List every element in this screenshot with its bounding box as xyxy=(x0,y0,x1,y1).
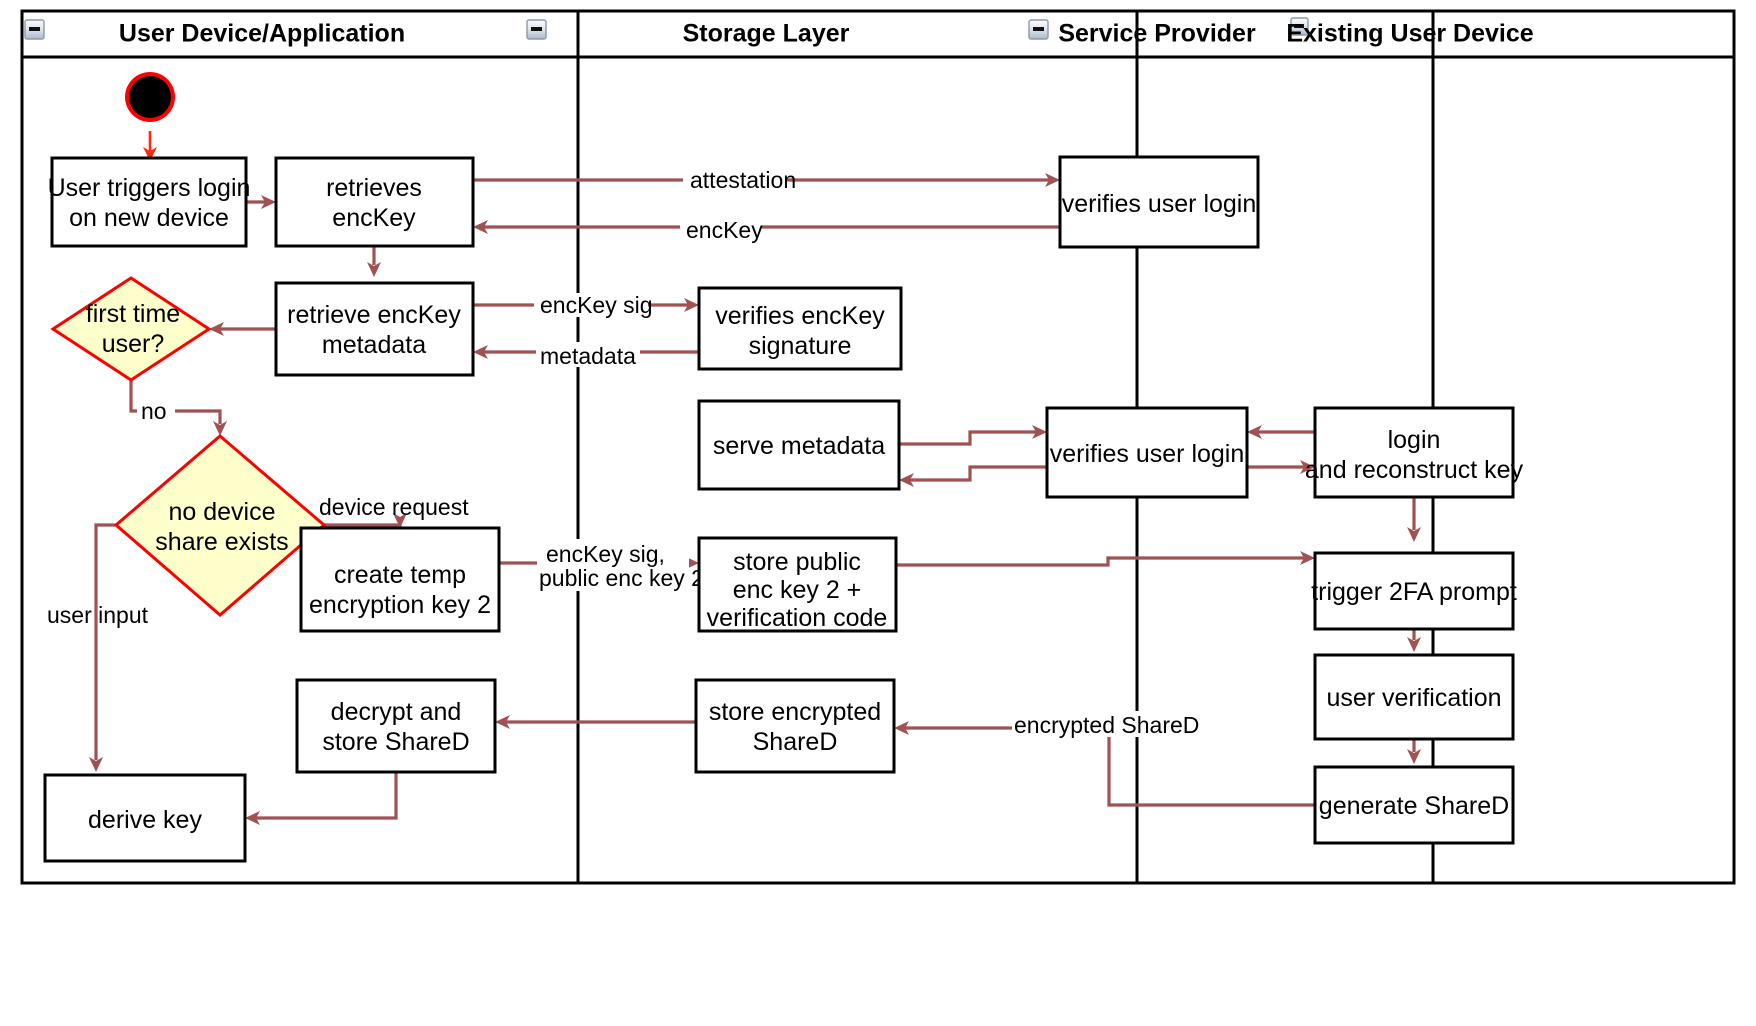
node-generate-shared[interactable]: generate ShareD xyxy=(1313,765,1515,845)
decision-label-line1: first time xyxy=(86,300,180,328)
edge-retrieves-to-metadata xyxy=(367,246,381,277)
edge-label-user-input: user input xyxy=(47,602,149,628)
node-label: derive key xyxy=(88,806,202,834)
node-store-encrypted-shared[interactable]: store encrypted ShareD xyxy=(694,678,896,774)
edge-encrypted-shared: encrypted ShareD xyxy=(894,711,1315,807)
node-label-line2: ShareD xyxy=(753,728,838,756)
node-user-triggers-login[interactable]: User triggers login on new device xyxy=(48,156,251,248)
lane-title-storage-layer: Storage Layer xyxy=(683,20,850,48)
edge-service-provider-to-serve-metadata xyxy=(899,465,1047,487)
node-label-line1: store public xyxy=(733,548,861,576)
lane-header-storage-layer: Storage Layer xyxy=(526,19,850,48)
node-label-line1: create temp xyxy=(334,561,466,589)
edge-trigger-to-retrieves xyxy=(246,195,276,209)
edge-store-encrypted-to-decrypt xyxy=(495,715,696,729)
lane-title-service-provider: Service Provider xyxy=(1058,20,1256,48)
lane-title-existing-user-device: Existing User Device xyxy=(1286,20,1533,48)
lane-header-user-device: User Device/Application xyxy=(24,19,405,48)
edge-user-input: user input xyxy=(47,523,149,772)
node-label-line2: encryption key 2 xyxy=(309,591,491,619)
node-label: user verification xyxy=(1326,684,1501,712)
lane-header-existing-user-device: Existing User Device xyxy=(1286,17,1534,48)
edge-label-encrypted-shared: encrypted ShareD xyxy=(1014,712,1199,738)
edge-metadata-to-first-time-user xyxy=(209,322,276,336)
node-label-line2: enc key 2 + xyxy=(733,576,862,604)
edge-store-public-to-trigger-2fa xyxy=(896,551,1315,567)
minus-icon[interactable] xyxy=(24,19,45,40)
edge-metadata-return: metadata xyxy=(473,342,699,369)
minus-icon[interactable] xyxy=(1028,19,1049,40)
node-store-public-enc-key-2[interactable]: store public enc key 2 + verification co… xyxy=(697,536,898,633)
node-decrypt-and-store-shared[interactable]: decrypt and store ShareD xyxy=(295,678,497,774)
node-retrieves-enckey[interactable]: retrieves encKey xyxy=(274,156,475,248)
edge-attestation: attestation xyxy=(473,167,1060,193)
node-derive-key[interactable]: derive key xyxy=(43,773,247,863)
node-label: trigger 2FA prompt xyxy=(1311,578,1517,606)
decision-label-line2: share exists xyxy=(155,528,288,556)
node-label-line2: encKey xyxy=(332,204,416,232)
node-label-line1: store encrypted xyxy=(709,698,881,726)
node-label-line2: metadata xyxy=(322,331,426,359)
node-label-line2: and reconstruct key xyxy=(1305,456,1524,484)
decision-label-line2: user? xyxy=(102,330,165,358)
edge-device-request: device request xyxy=(319,494,469,528)
edge-user-verification-to-generate-shared xyxy=(1407,739,1421,764)
node-label-line1: login xyxy=(1388,426,1441,454)
edge-label-device-request: device request xyxy=(319,494,469,520)
edge-label-enckey-sig: encKey sig xyxy=(540,292,653,318)
edges-layer: attestation encKey encKey sig xyxy=(47,131,1421,825)
edge-label-enckey-sig-pub-line1: encKey sig, xyxy=(546,541,665,567)
edge-start-to-user-triggers-login xyxy=(143,131,157,161)
edge-enckey-sig: encKey sig xyxy=(473,292,699,318)
decision-first-time-user[interactable]: first time user? xyxy=(50,276,212,382)
edge-label-enckey-sig-pub-line2: public enc key 2 xyxy=(539,565,704,591)
start-node[interactable] xyxy=(125,72,175,122)
node-label-line2: on new device xyxy=(69,204,229,232)
node-label: verifies user login xyxy=(1050,440,1245,468)
node-login-and-reconstruct-key[interactable]: login and reconstruct key xyxy=(1305,406,1524,499)
edge-label-enckey: encKey xyxy=(686,217,763,243)
lane-title-user-device: User Device/Application xyxy=(119,20,405,48)
node-create-temp-encryption-key-2[interactable]: create temp encryption key 2 xyxy=(299,526,501,633)
lane-header-service-provider: Service Provider xyxy=(1028,19,1256,48)
decision-no-device-share-exists[interactable]: no device share exists xyxy=(113,434,327,617)
node-label-line2: signature xyxy=(749,332,852,360)
edge-serve-metadata-to-service-provider xyxy=(899,425,1047,446)
edge-label-no: no xyxy=(141,398,167,424)
decision-label-line1: no device xyxy=(168,498,275,526)
edge-login-to-service-provider xyxy=(1247,425,1315,439)
node-verifies-user-login-top[interactable]: verifies user login xyxy=(1058,155,1260,249)
edge-label-attestation: attestation xyxy=(690,167,796,193)
node-label-line1: retrieve encKey xyxy=(287,301,461,329)
node-serve-metadata[interactable]: serve metadata xyxy=(697,399,901,491)
node-user-verification[interactable]: user verification xyxy=(1313,653,1515,741)
edge-enckey-return: encKey xyxy=(473,216,1060,243)
node-retrieve-enckey-metadata[interactable]: retrieve encKey metadata xyxy=(274,281,475,377)
minus-icon[interactable] xyxy=(1290,17,1309,36)
node-label-line3: verification code xyxy=(707,604,888,632)
node-label-line1: verifies encKey xyxy=(715,302,885,330)
node-label: verifies user login xyxy=(1062,190,1257,218)
edge-decrypt-to-derive-key xyxy=(245,772,398,825)
node-label-line2: store ShareD xyxy=(322,728,469,756)
node-label-line1: retrieves xyxy=(326,174,422,202)
node-label: serve metadata xyxy=(713,432,885,460)
edge-enckey-sig-public-key: encKey sig, public enc key 2 xyxy=(499,539,704,591)
edge-label-metadata: metadata xyxy=(540,343,636,369)
minus-icon[interactable] xyxy=(526,19,547,40)
edge-no: no xyxy=(129,380,227,436)
node-label: generate ShareD xyxy=(1319,792,1509,820)
edge-service-provider-to-login xyxy=(1247,460,1315,474)
node-label-line1: User triggers login xyxy=(48,174,251,202)
edge-login-to-trigger-2fa xyxy=(1407,497,1421,542)
node-verifies-user-login-mid[interactable]: verifies user login xyxy=(1045,406,1249,499)
node-verifies-enckey-signature[interactable]: verifies encKey signature xyxy=(697,286,903,371)
edge-trigger-2fa-to-user-verification xyxy=(1407,629,1421,652)
node-trigger-2fa-prompt[interactable]: trigger 2FA prompt xyxy=(1311,551,1517,631)
node-label-line1: decrypt and xyxy=(331,698,462,726)
